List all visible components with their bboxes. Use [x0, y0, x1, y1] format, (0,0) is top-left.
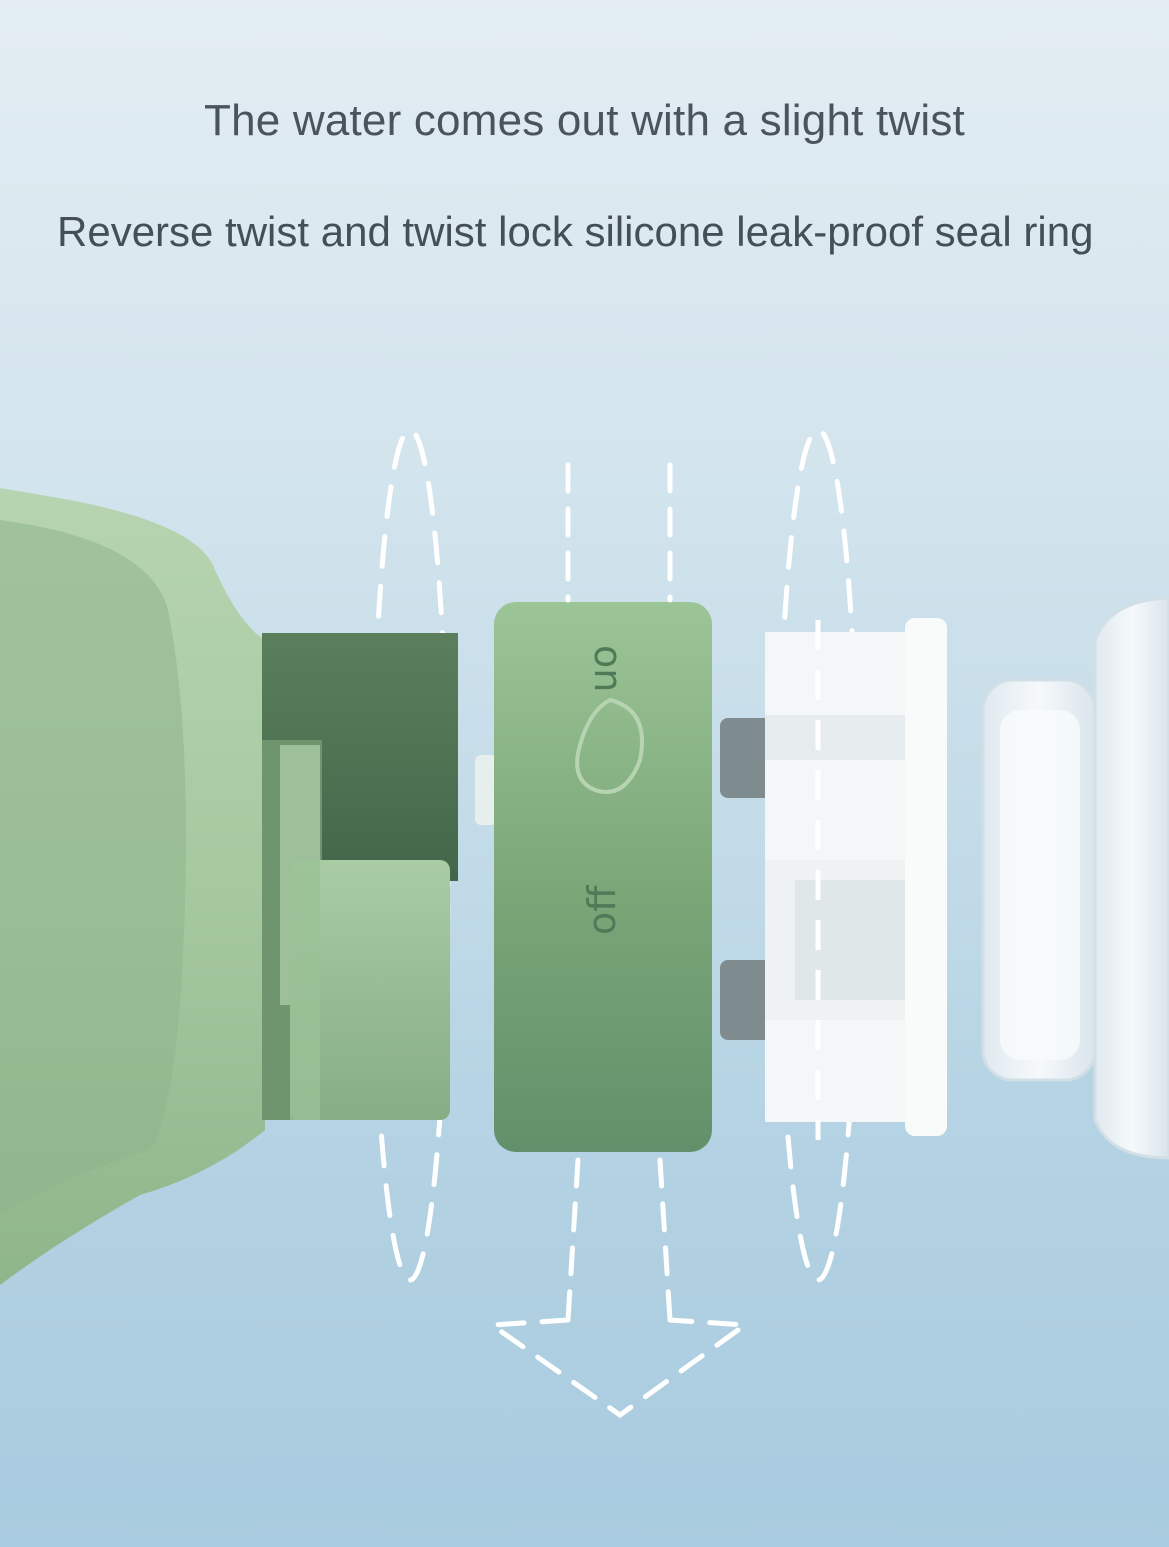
- twist-ring: off on: [494, 602, 712, 1152]
- water-bowl: [0, 488, 265, 1285]
- ring-label-off: off: [580, 885, 624, 935]
- valve-body: [720, 618, 947, 1136]
- water-bottle: [981, 596, 1169, 1160]
- ring-label-on: on: [586, 645, 630, 692]
- down-arrow-icon: [484, 462, 753, 1419]
- water-drop-icon: [575, 697, 644, 794]
- subline: Reverse twist and twist lock silicone le…: [57, 208, 1094, 255]
- connector-clip: [262, 633, 458, 1120]
- valve-stud: [475, 755, 497, 825]
- headline: The water comes out with a slight twist: [204, 96, 965, 145]
